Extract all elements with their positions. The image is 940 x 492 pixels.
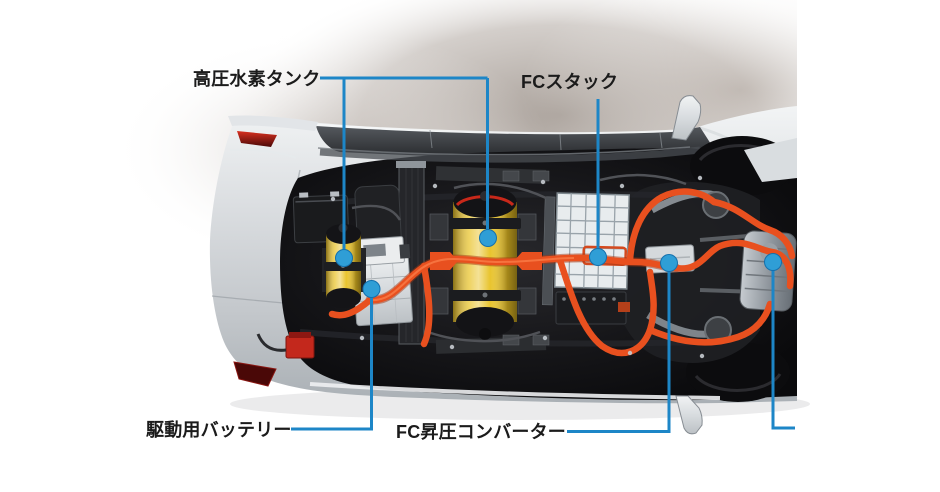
- fuel-lines: [351, 173, 687, 343]
- callout-line-front-cropped: [771, 262, 795, 430]
- side-mirror-top: [671, 95, 702, 141]
- callout-lines: [291, 76, 795, 433]
- callout-dots: [335, 229, 782, 298]
- callout-label-hydrogen-tank: 高圧水素タンク: [193, 69, 321, 89]
- stack-junction-box: [555, 291, 630, 325]
- cutaway-interior: [256, 136, 797, 402]
- aux-battery: [256, 332, 315, 359]
- dot-hydrogen-tank-rear: [335, 249, 353, 267]
- floor-bolts: [330, 175, 705, 359]
- hv-cable-highlight: [369, 257, 575, 302]
- rear-spoiler: [228, 115, 318, 131]
- dot-front-cropped: [764, 253, 782, 271]
- callout-line-hydrogen-tank: [320, 76, 489, 258]
- rocker-highlight: [309, 382, 721, 400]
- dot-fc-boost-converter: [660, 254, 678, 272]
- fc-stack: [542, 192, 630, 306]
- callout-label-fc-boost-converter: FC昇圧コンバーター: [396, 422, 566, 442]
- dot-hydrogen-tank-main: [479, 229, 497, 247]
- callout-line-drive-battery: [291, 289, 373, 431]
- body-details: [228, 95, 797, 435]
- tank-mount-brackets: [429, 213, 537, 315]
- callout-line-fc-boost-converter: [567, 263, 671, 433]
- front-fender: [744, 138, 797, 182]
- callout-label-fc-stack: FCスタック: [521, 72, 619, 92]
- hv-cable-clamps: [430, 252, 542, 270]
- dot-fc-stack: [589, 248, 607, 266]
- tail-light-bottom: [233, 361, 277, 387]
- drive-battery: [351, 236, 414, 327]
- side-mirror-bottom: [675, 395, 703, 435]
- callout-label-drive-battery: 駆動用バッテリー: [146, 420, 292, 440]
- door-seams: [429, 129, 663, 151]
- dot-drive-battery: [362, 280, 381, 298]
- tail-light-top: [237, 131, 277, 147]
